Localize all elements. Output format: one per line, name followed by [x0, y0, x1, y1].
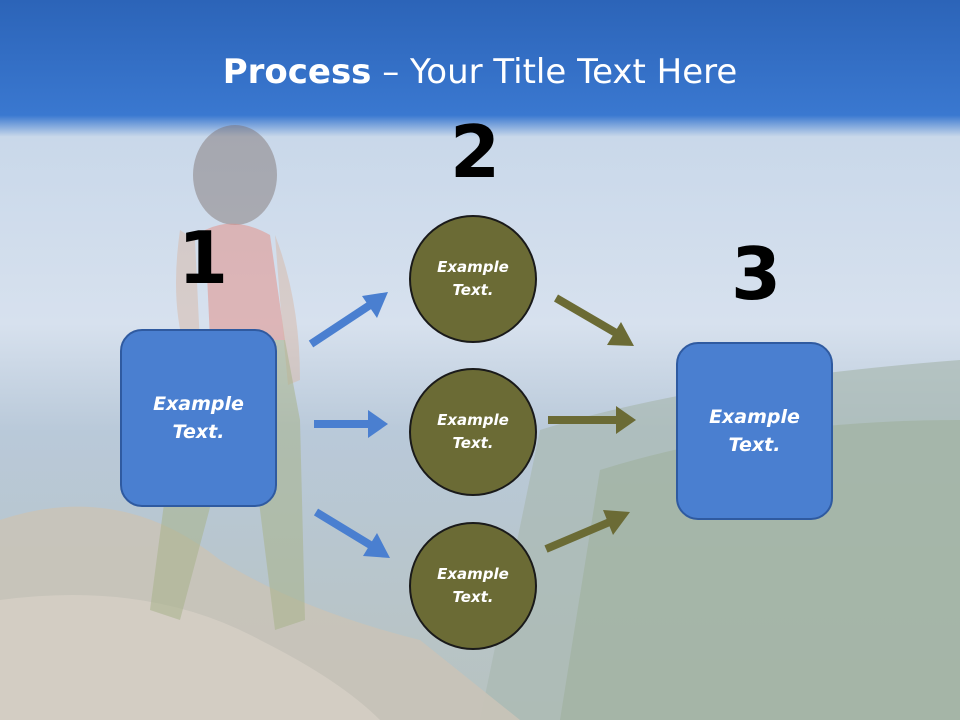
- circle-top-line1: Example: [437, 257, 509, 276]
- circle-middle-line2: Text.: [452, 434, 494, 452]
- olive-arrow-up: [544, 510, 630, 553]
- title-bold: Process: [222, 52, 372, 92]
- step-number-1: 1: [178, 216, 229, 300]
- left-box-line2: Text.: [172, 421, 225, 443]
- blue-arrow-up: [308, 292, 388, 348]
- step-number-2: 2: [450, 110, 501, 194]
- circle-top-line2: Text.: [452, 281, 494, 299]
- left-box-line1: Example: [153, 392, 244, 415]
- slide-title: Process – Your Title Text Here: [0, 52, 960, 92]
- title-rest: – Your Title Text Here: [371, 52, 738, 92]
- olive-arrow-right: [548, 406, 636, 434]
- blue-arrow-down: [313, 508, 390, 558]
- step-number-3: 3: [731, 232, 782, 316]
- circle-bottom-line1: Example: [437, 564, 509, 583]
- circle-middle-line1: Example: [437, 410, 509, 429]
- olive-arrow-down: [553, 294, 634, 346]
- blue-arrow-right: [314, 410, 388, 438]
- right-box-line1: Example: [709, 405, 800, 428]
- circle-bottom-line2: Text.: [452, 588, 494, 606]
- right-box-line2: Text.: [728, 434, 781, 456]
